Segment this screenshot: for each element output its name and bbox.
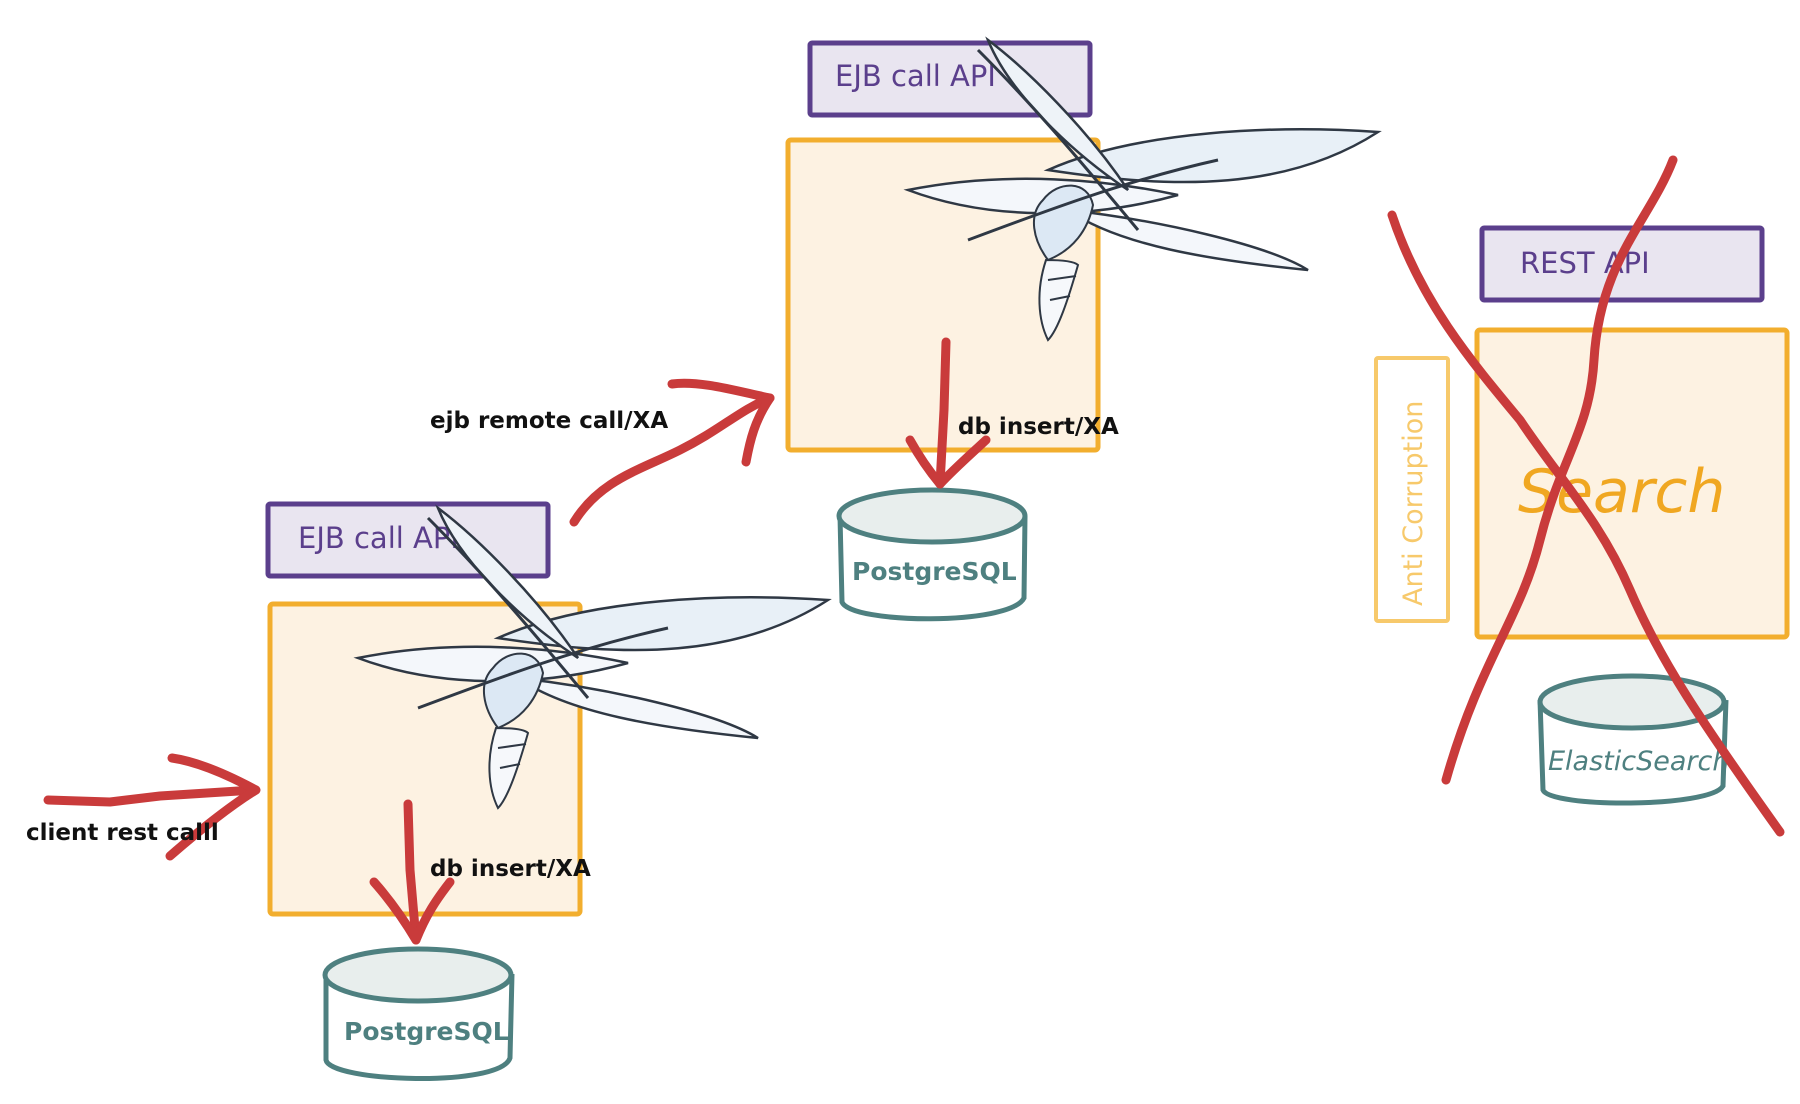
middle-api-label: EJB call API <box>835 59 996 93</box>
right-api-label: REST API <box>1520 246 1650 280</box>
right-db-label: ElasticSearch <box>1548 746 1729 777</box>
left-api-label: EJB call API <box>298 521 459 555</box>
insert-middle-label: db insert/XA <box>958 414 1119 440</box>
middle-db-label: PostgreSQL <box>852 557 1017 586</box>
remote-call-label: ejb remote call/XA <box>430 408 668 434</box>
insert-arrow-middle <box>905 337 991 489</box>
client-arrow <box>43 753 261 861</box>
right-database: ElasticSearch <box>1537 673 1729 806</box>
right-db-top <box>1537 673 1727 731</box>
insert-left-label: db insert/XA <box>430 856 591 882</box>
right-service-box <box>1474 327 1790 640</box>
middle-database: PostgreSQL <box>836 487 1028 622</box>
middle-db-top <box>836 487 1028 545</box>
remote-call-arrow <box>569 378 775 527</box>
anti-corruption-label: Anti Corruption <box>1398 401 1429 606</box>
client-arrow-label: client rest calll <box>26 820 219 846</box>
anti-corruption-layer <box>1374 356 1450 623</box>
insert-arrow-left <box>369 799 455 945</box>
cross-out-mark <box>1387 155 1785 837</box>
middle-service: EJB call API <box>785 38 1380 453</box>
left-database: PostgreSQL <box>322 946 515 1082</box>
left-service: EJB call API <box>265 501 830 917</box>
left-db-label: PostgreSQL <box>344 1017 509 1046</box>
left-db-top <box>322 946 514 1004</box>
middle-api-box <box>807 40 1093 118</box>
